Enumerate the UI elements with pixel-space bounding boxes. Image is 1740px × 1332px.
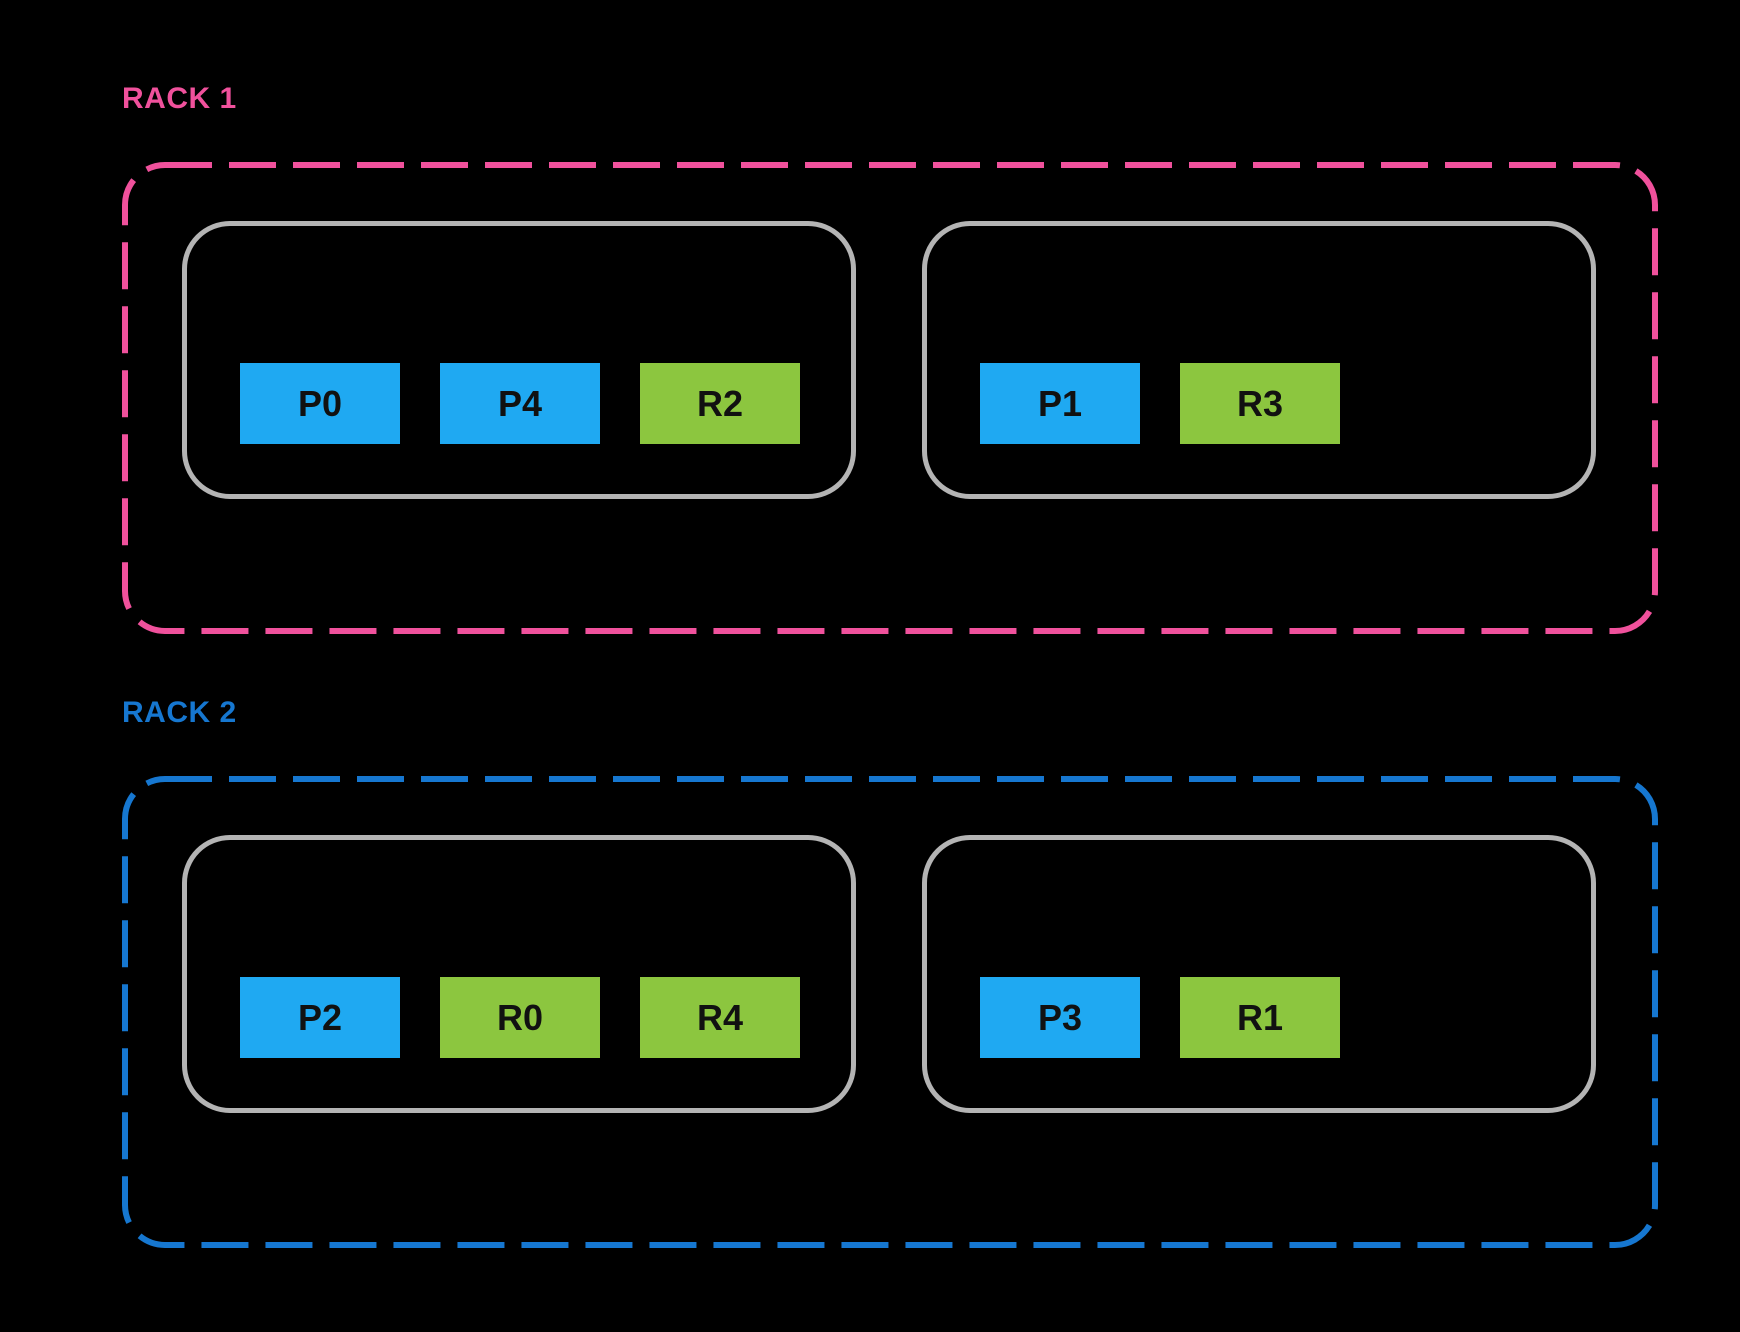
block-p0: P0 xyxy=(240,363,400,444)
rack2-host-2-slots: P3 R1 xyxy=(980,977,1340,1058)
block-r4: R4 xyxy=(640,977,800,1058)
rack1-container: P0 P4 R2 P1 R3 xyxy=(122,162,1658,634)
rack2-host-1: P2 R0 R4 xyxy=(182,835,856,1113)
block-r2: R2 xyxy=(640,363,800,444)
rack2-title: RACK 2 xyxy=(122,696,237,729)
block-r3: R3 xyxy=(1180,363,1340,444)
block-p4: P4 xyxy=(440,363,600,444)
block-p2: P2 xyxy=(240,977,400,1058)
rack2-host-1-slots: P2 R0 R4 xyxy=(240,977,800,1058)
rack1-host-2: P1 R3 xyxy=(922,221,1596,499)
block-p3: P3 xyxy=(980,977,1140,1058)
block-r1: R1 xyxy=(1180,977,1340,1058)
block-p1: P1 xyxy=(980,363,1140,444)
rack2-dashed-border xyxy=(122,776,1658,1248)
rack1-title: RACK 1 xyxy=(122,82,237,115)
rack1-host-2-slots: P1 R3 xyxy=(980,363,1340,444)
rack2-container: P2 R0 R4 P3 R1 xyxy=(122,776,1658,1248)
rack2-host-2: P3 R1 xyxy=(922,835,1596,1113)
rack1-dashed-border xyxy=(122,162,1658,634)
rack1-host-1-slots: P0 P4 R2 xyxy=(240,363,800,444)
rack1-host-1: P0 P4 R2 xyxy=(182,221,856,499)
block-r0: R0 xyxy=(440,977,600,1058)
